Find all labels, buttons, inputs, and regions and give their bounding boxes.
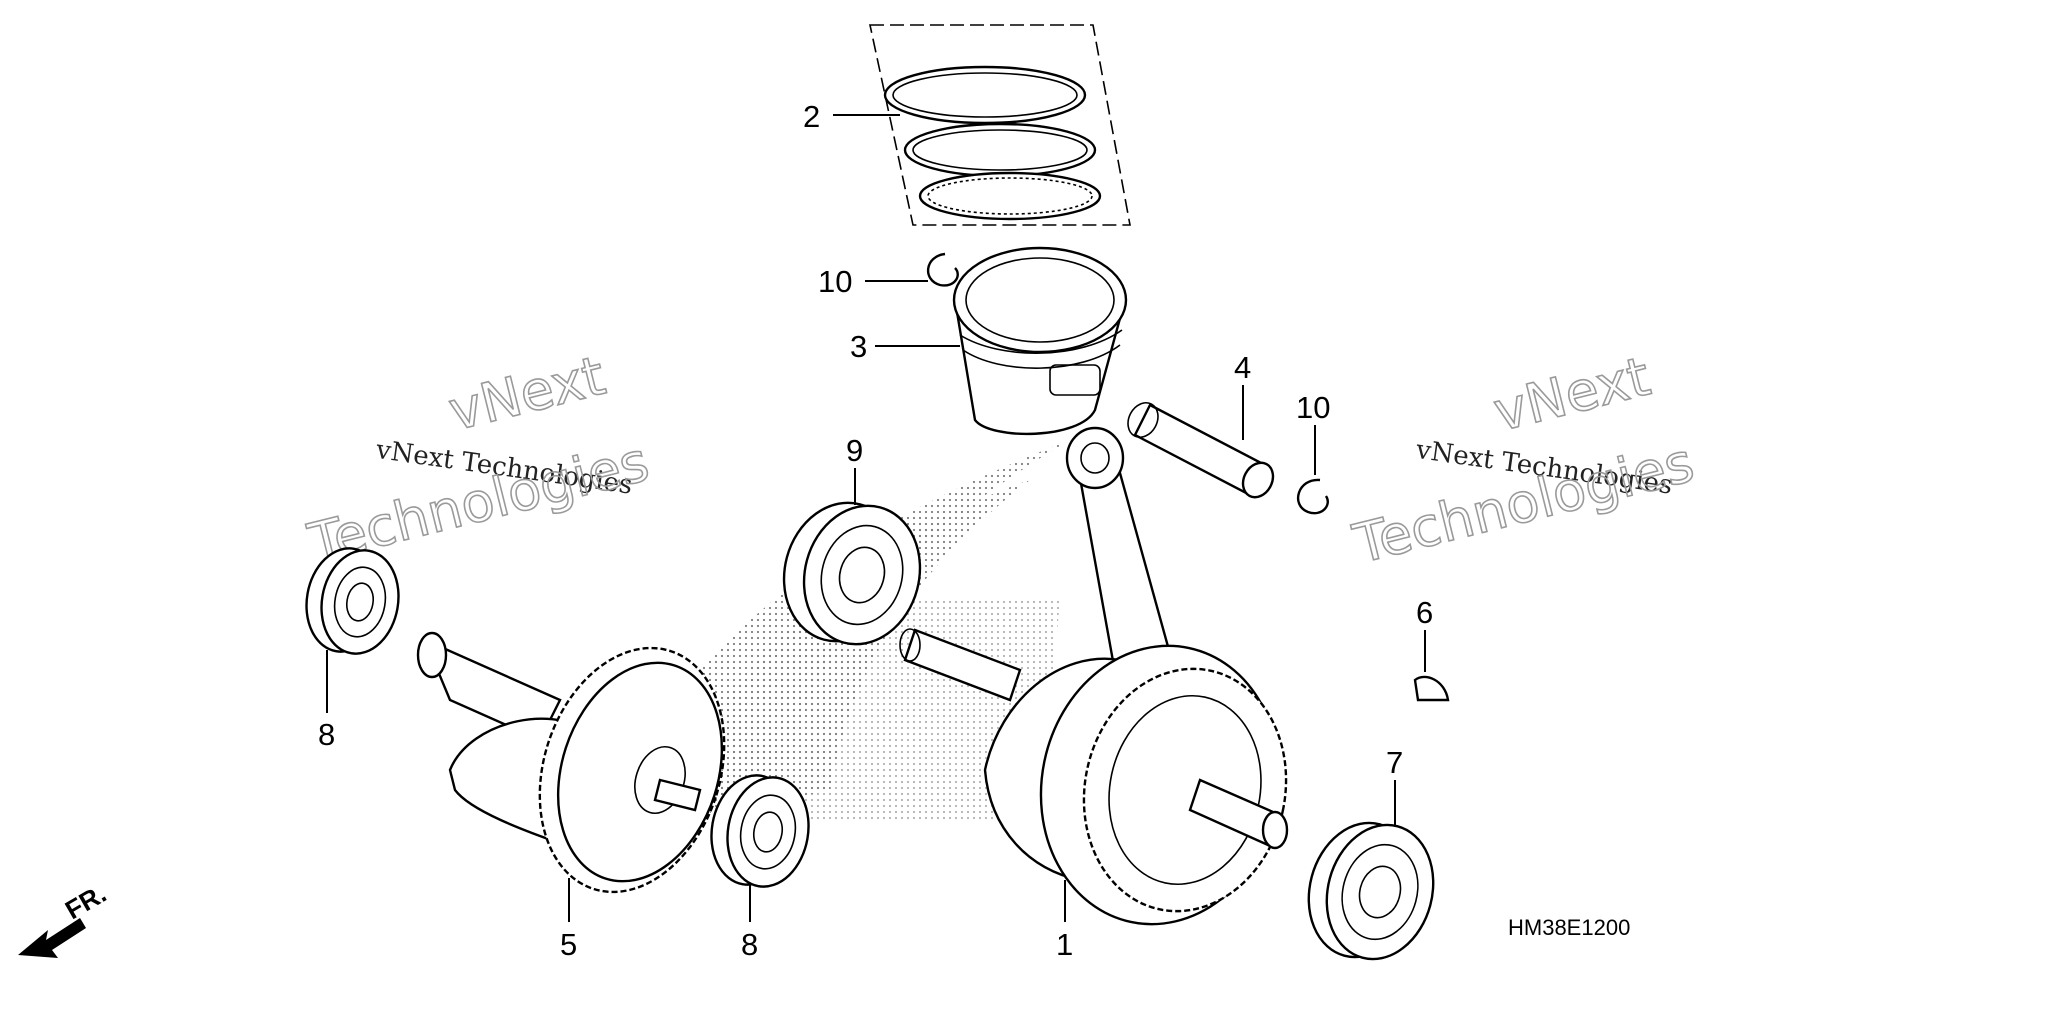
piston-pin xyxy=(1127,402,1275,499)
front-direction-indicator: FR. xyxy=(18,878,111,958)
callout-4: 4 xyxy=(1234,350,1251,385)
leader-lines xyxy=(326,114,1426,922)
crankshaft-assembly xyxy=(899,426,1289,926)
piston-ring-set xyxy=(869,24,1131,226)
bearing-right xyxy=(1307,821,1435,961)
callout-7: 7 xyxy=(1386,745,1403,780)
watermark-right: vNext Technologies vNext Technologies xyxy=(1346,344,1700,577)
circlip-lower xyxy=(1297,478,1329,515)
circlip-upper xyxy=(927,252,959,287)
callout-6: 6 xyxy=(1416,595,1433,630)
callout-9: 9 xyxy=(846,433,863,468)
callout-8-left: 8 xyxy=(318,717,335,752)
watermark-right-big-1: vNext xyxy=(1488,345,1656,444)
front-label: FR. xyxy=(60,878,111,925)
callout-10-lower: 10 xyxy=(1296,390,1330,425)
bearing-bottom xyxy=(710,774,810,888)
callouts: 2 10 3 4 10 9 6 8 7 5 8 1 xyxy=(318,99,1433,962)
piston xyxy=(952,246,1128,436)
callout-10-upper: 10 xyxy=(818,264,852,299)
callout-3: 3 xyxy=(850,329,867,364)
callout-2: 2 xyxy=(803,99,820,134)
woodruff-key xyxy=(1413,675,1450,702)
bearing-upper xyxy=(782,501,922,646)
drawing-code: HM38E1200 xyxy=(1508,915,1630,940)
bearing-left xyxy=(305,547,400,655)
watermark-left-big-1: vNext xyxy=(443,344,611,443)
callout-1: 1 xyxy=(1056,927,1073,962)
callout-5: 5 xyxy=(560,927,577,962)
crankshaft-left xyxy=(416,631,726,894)
front-arrow-icon xyxy=(18,918,86,958)
callout-8-bottom: 8 xyxy=(741,927,758,962)
